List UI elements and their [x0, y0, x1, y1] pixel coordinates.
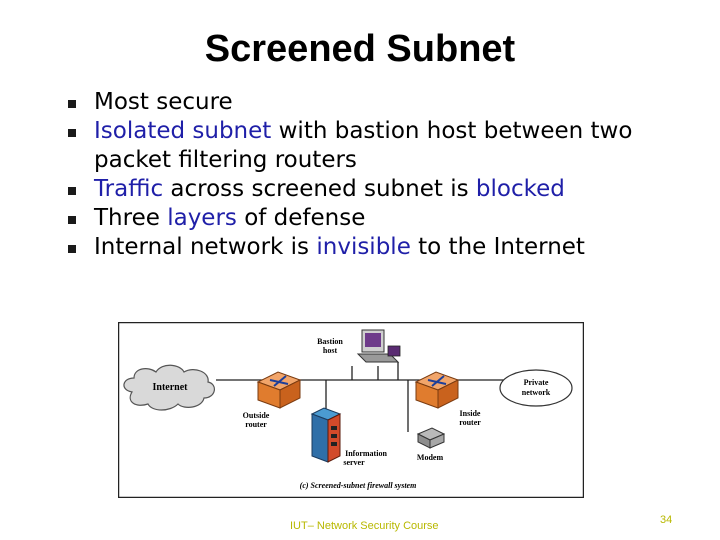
internet-cloud-icon — [123, 364, 215, 411]
inside-router-label: router — [459, 418, 481, 427]
information-server-label: server — [343, 458, 365, 467]
bullet-item: Most secure — [60, 88, 700, 117]
bullet-highlight: Traffic — [94, 176, 164, 202]
private-network-shape — [499, 369, 573, 407]
internet-label: Internet — [153, 382, 189, 393]
bullet-highlight: invisible — [316, 234, 411, 260]
bullet-text: to the Internet — [410, 234, 585, 260]
inside-router-icon — [414, 371, 460, 409]
square-bullet-icon — [68, 216, 76, 224]
screened-subnet-diagram: Internet Outside router Bastion host Ins… — [118, 322, 584, 498]
bullet-item: Traffic across screened subnet is blocke… — [60, 175, 700, 204]
bullet-text: Most secure — [94, 89, 233, 115]
page-number: 34 — [660, 514, 673, 526]
bastion-host-label: host — [323, 346, 338, 355]
inside-router-label: Inside — [460, 409, 481, 418]
square-bullet-icon — [68, 100, 76, 108]
square-bullet-icon — [68, 187, 76, 195]
bastion-host-label: Bastion — [317, 337, 343, 346]
outside-router-label: router — [245, 420, 267, 429]
bullet-text: Internal network is — [94, 234, 317, 260]
bullet-highlight: blocked — [475, 176, 565, 202]
bullet-highlight: layers — [167, 205, 237, 231]
slide-title: Screened Subnet — [204, 28, 516, 70]
diagram-frame — [118, 322, 584, 498]
square-bullet-icon — [68, 245, 76, 253]
private-network-label: network — [522, 388, 551, 397]
bullet-list: Most secure Isolated subnet with bastion… — [60, 88, 700, 262]
private-network-label: Private — [524, 378, 549, 387]
footer-course-label: IUT– Network Security Course — [290, 520, 439, 532]
bastion-host-computer-icon — [356, 329, 401, 363]
outside-router-icon — [256, 371, 302, 409]
bullet-item: Internal network is invisible to the Int… — [60, 233, 700, 262]
modem-icon — [416, 427, 446, 449]
bullet-item: Three layers of defense — [60, 204, 700, 233]
modem-label: Modem — [417, 453, 444, 462]
bullet-highlight: Isolated subnet — [94, 118, 272, 144]
bullet-text: across screened subnet is — [163, 176, 476, 202]
information-server-label: Information — [345, 449, 387, 458]
bullet-item: Isolated subnet with bastion host betwee… — [60, 117, 700, 175]
square-bullet-icon — [68, 129, 76, 137]
bullet-text: Three — [94, 205, 168, 231]
outside-router-label: Outside — [243, 411, 270, 420]
information-server-icon — [310, 407, 342, 463]
bullet-text: with bastion host between two packet fil… — [94, 118, 633, 173]
bullet-text: of defense — [236, 205, 366, 231]
diagram-caption: (c) Screened-subnet firewall system — [300, 481, 417, 490]
